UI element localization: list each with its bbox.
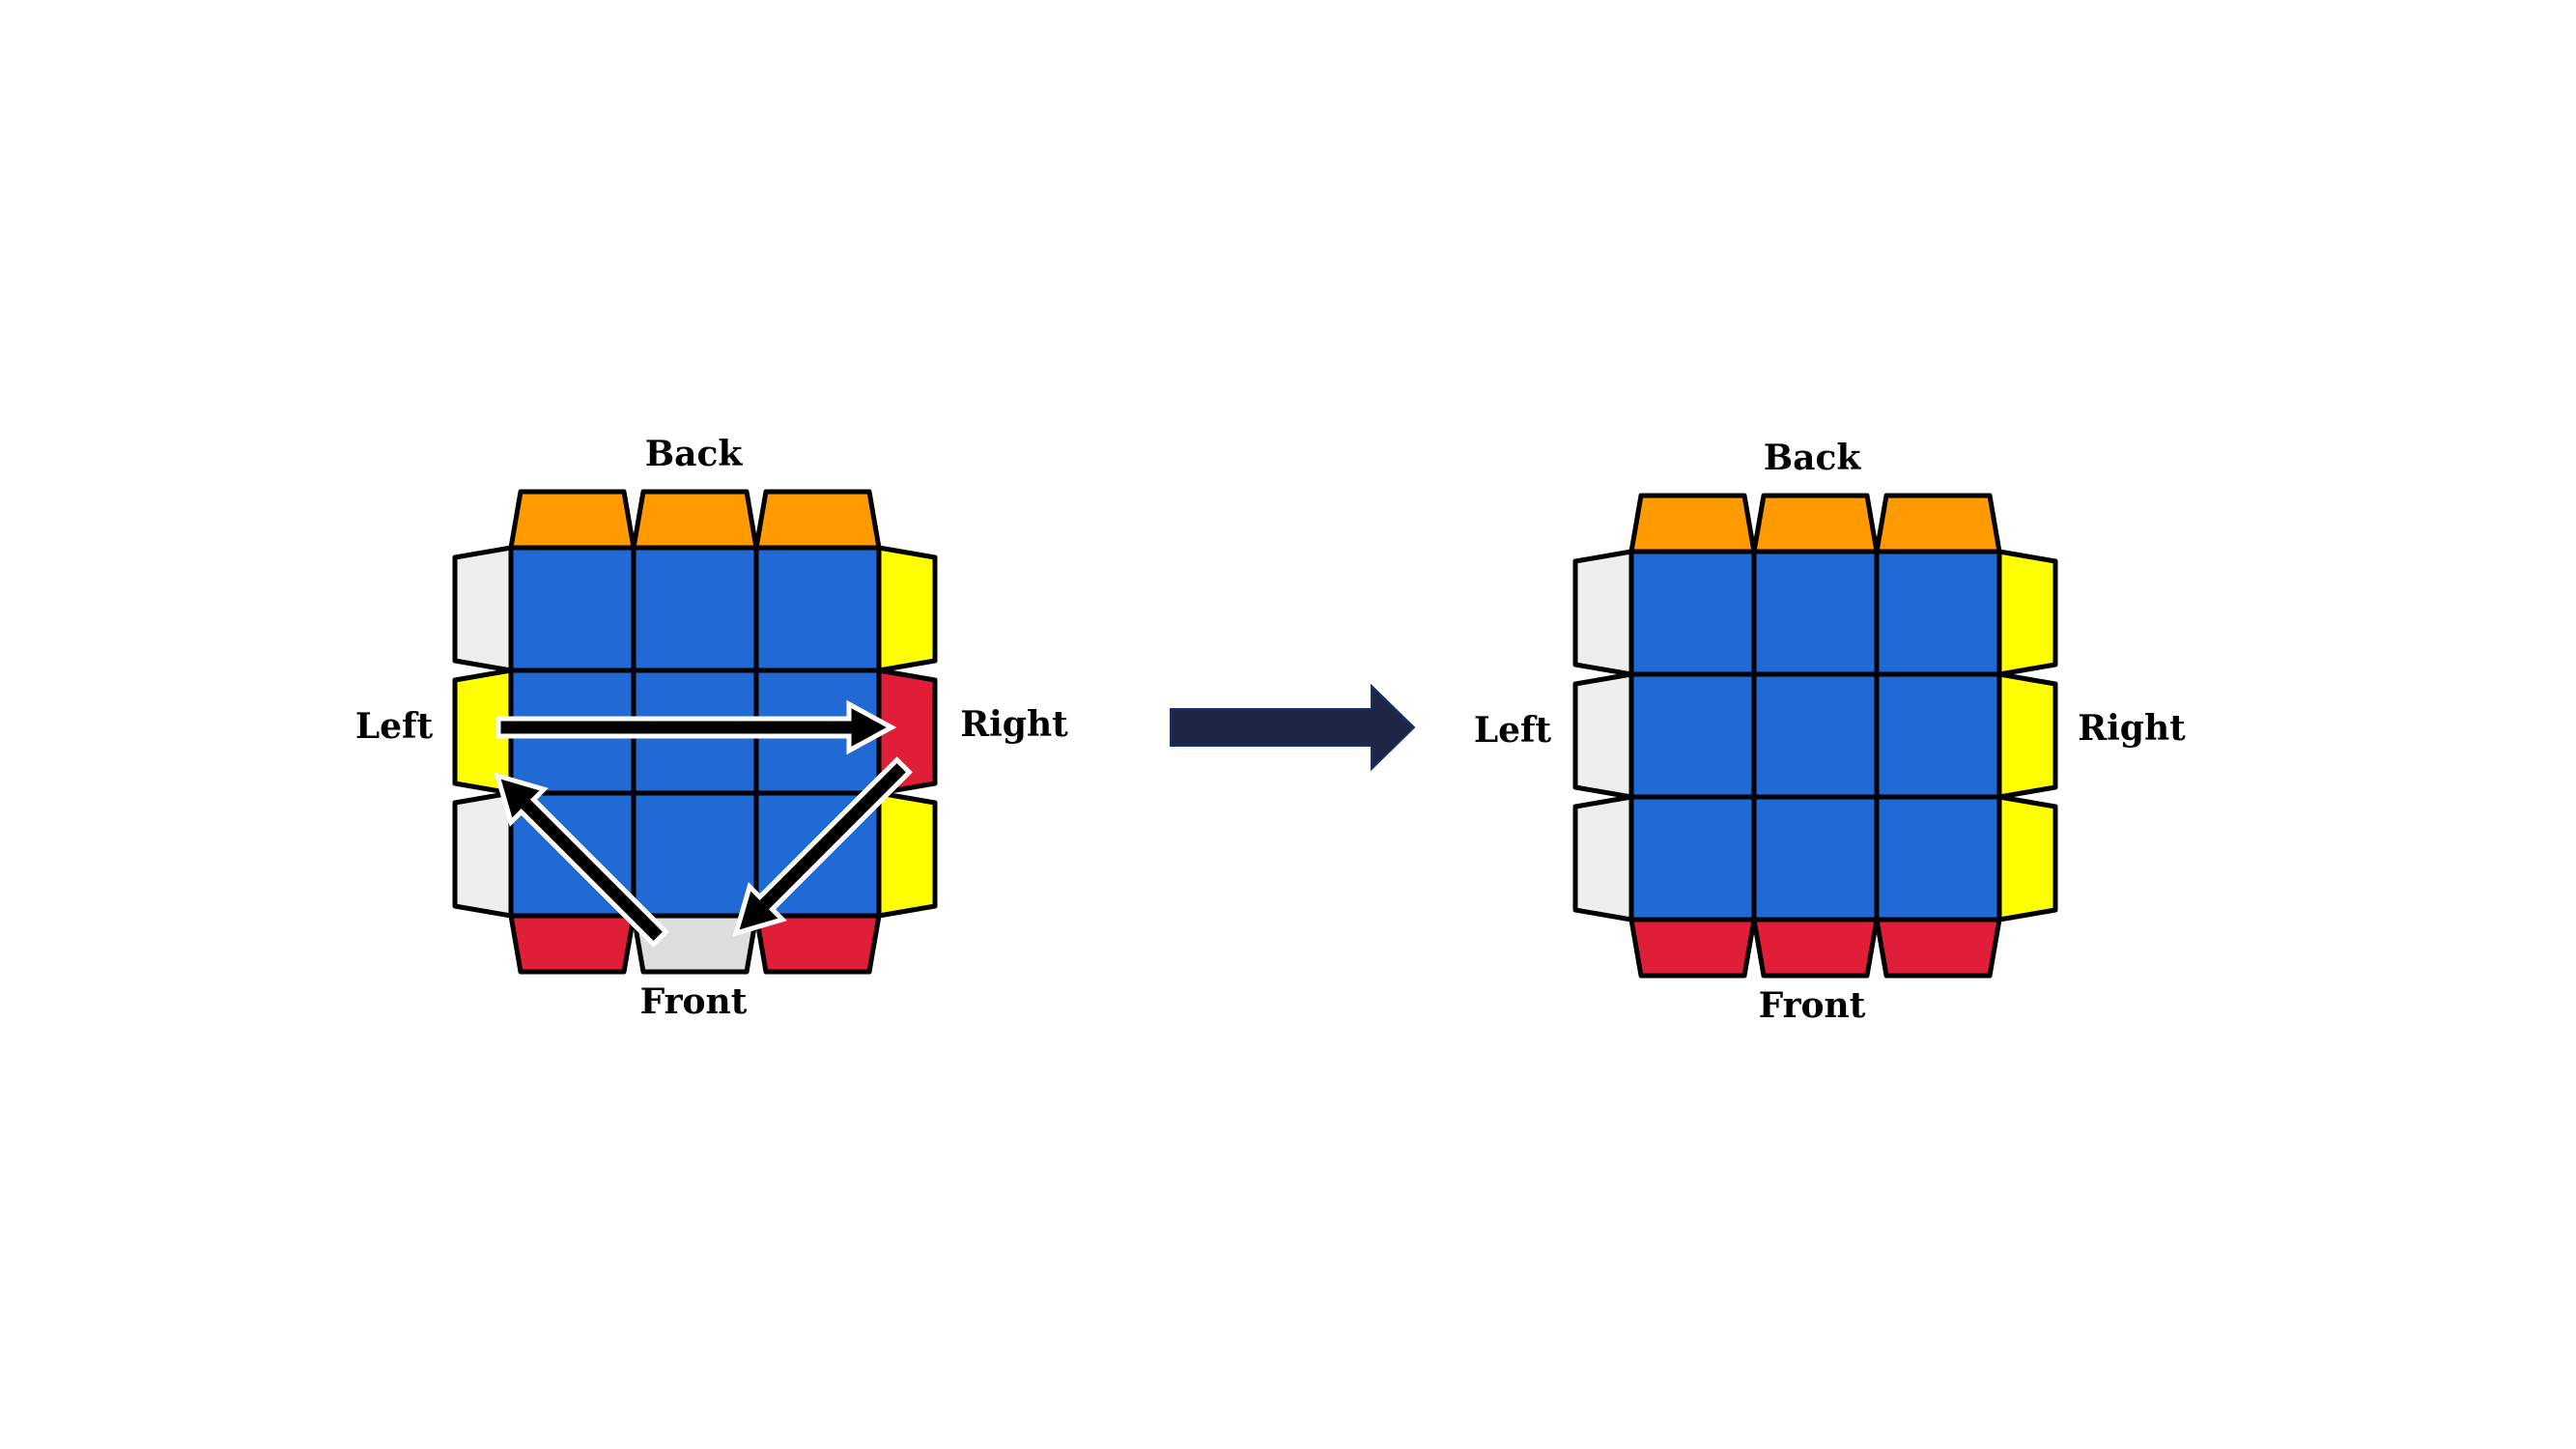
back-sticker bbox=[631, 489, 759, 551]
label-back-before: Back bbox=[645, 434, 744, 474]
top-sticker bbox=[1628, 549, 1757, 677]
label-right-before: Right bbox=[960, 704, 1068, 745]
top-sticker bbox=[1628, 671, 1757, 800]
top-sticker bbox=[508, 545, 637, 673]
label-left-after: Left bbox=[1474, 710, 1552, 751]
swap-arrow-left-to-right bbox=[495, 699, 897, 755]
left-sticker bbox=[452, 790, 514, 919]
left-sticker bbox=[452, 545, 514, 673]
top-sticker bbox=[1874, 671, 2002, 800]
top-sticker bbox=[1751, 794, 1880, 923]
right-sticker bbox=[1996, 671, 2058, 800]
back-sticker bbox=[1751, 493, 1880, 554]
front-sticker bbox=[508, 913, 637, 975]
top-sticker bbox=[1874, 794, 2002, 923]
front-sticker bbox=[1874, 917, 2002, 979]
left-sticker bbox=[452, 668, 514, 796]
swap-arrows bbox=[494, 699, 913, 948]
label-right-after: Right bbox=[2078, 708, 2186, 749]
right-sticker bbox=[1996, 794, 2058, 923]
back-sticker bbox=[753, 489, 882, 551]
label-front-before: Front bbox=[640, 981, 748, 1022]
top-sticker bbox=[631, 790, 759, 919]
top-sticker bbox=[1628, 794, 1757, 923]
back-sticker bbox=[1628, 493, 1757, 554]
left-sticker bbox=[1572, 671, 1634, 800]
top-sticker bbox=[1751, 549, 1880, 677]
top-sticker bbox=[1874, 549, 2002, 677]
swap-arrow-front-to-left bbox=[494, 772, 669, 948]
back-sticker bbox=[508, 489, 637, 551]
front-sticker bbox=[1751, 917, 1880, 979]
right-sticker bbox=[876, 790, 938, 919]
top-sticker bbox=[631, 545, 759, 673]
back-sticker bbox=[1874, 493, 2002, 554]
label-front-after: Front bbox=[1759, 985, 1866, 1026]
right-arrow-icon bbox=[1170, 683, 1416, 772]
left-sticker bbox=[1572, 794, 1634, 923]
left-sticker bbox=[1572, 549, 1634, 677]
swap-arrow-right-to-front bbox=[732, 756, 913, 937]
front-sticker bbox=[1628, 917, 1757, 979]
label-left-before: Left bbox=[355, 706, 434, 747]
top-sticker bbox=[753, 545, 882, 673]
top-sticker bbox=[1751, 671, 1880, 800]
front-sticker bbox=[753, 913, 882, 975]
cube-after bbox=[1572, 493, 2058, 979]
label-back-after: Back bbox=[1764, 438, 1862, 478]
right-sticker bbox=[876, 545, 938, 673]
right-sticker bbox=[1996, 549, 2058, 677]
